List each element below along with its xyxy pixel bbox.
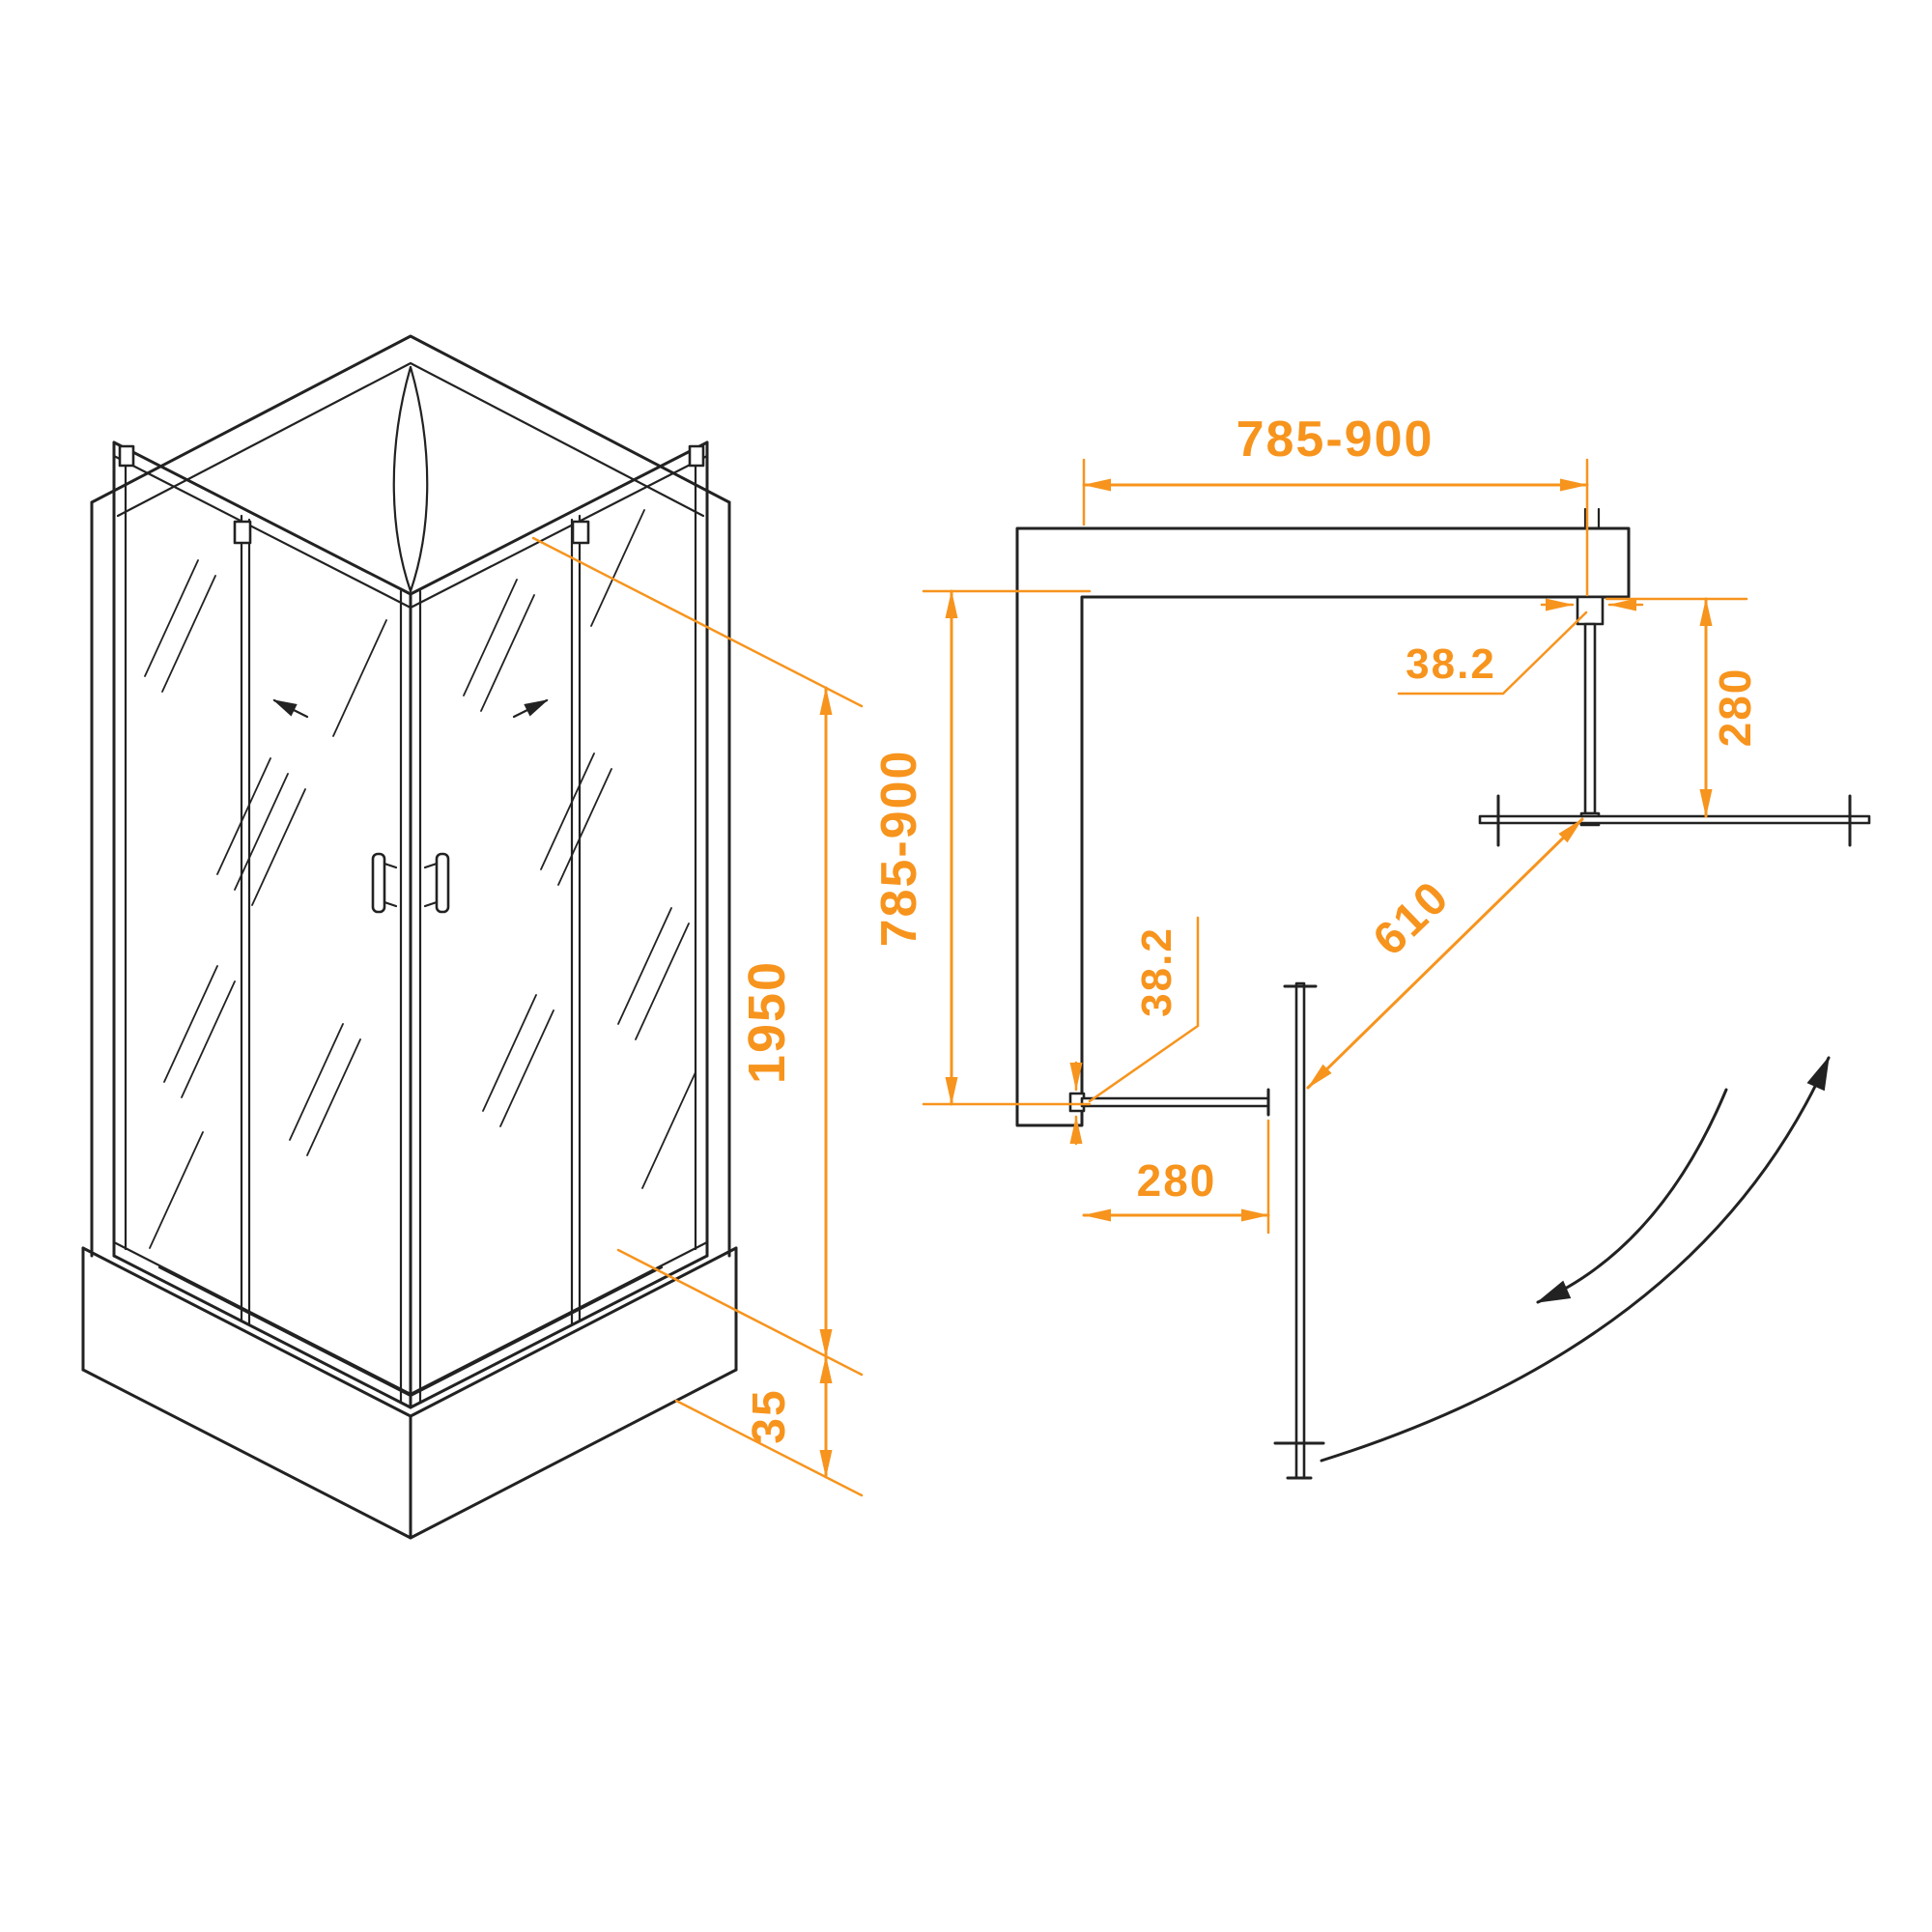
iso-glass-frame bbox=[112, 440, 709, 1409]
iso-dimensions: 1950 35 bbox=[531, 536, 864, 1497]
shower-tray bbox=[81, 1246, 738, 1540]
dimension-label-profile-left: 38.2 bbox=[1133, 926, 1180, 1017]
swing-arc-right bbox=[1320, 1056, 1831, 1463]
dimension-label-bottom-panel: 280 bbox=[1137, 1155, 1217, 1206]
plan-swing-arrows bbox=[1320, 1056, 1831, 1463]
extension-line bbox=[531, 536, 864, 708]
wall-bracket bbox=[118, 444, 135, 468]
extension-line bbox=[674, 1399, 864, 1497]
plan-open-doors bbox=[1273, 794, 1871, 1480]
slide-arrow-left bbox=[272, 698, 309, 719]
handle-right bbox=[435, 852, 450, 914]
iso-walls bbox=[90, 334, 731, 1258]
dimension-label-width: 785-900 bbox=[1236, 412, 1435, 468]
glass-hatching bbox=[144, 509, 696, 1249]
door-bottom-open bbox=[1294, 981, 1306, 1480]
dimension-label-tray-height: 35 bbox=[744, 1388, 795, 1443]
handle-left bbox=[371, 852, 386, 914]
door-right-open bbox=[1478, 814, 1871, 825]
roller-clip bbox=[233, 520, 252, 545]
dimension-line-entry bbox=[1306, 817, 1584, 1090]
dimension-label-profile-top: 38.2 bbox=[1406, 640, 1496, 688]
slide-direction-arrows bbox=[272, 698, 549, 719]
plan-glass-panels bbox=[1068, 595, 1605, 1117]
plan-view: 785-900 785-900 38.2 38.2 280 280 bbox=[871, 412, 1871, 1480]
door-handles bbox=[371, 852, 450, 914]
iso-view: 1950 35 bbox=[81, 334, 864, 1540]
dimension-label-right-panel: 280 bbox=[1710, 668, 1760, 748]
dimension-label-height: 1950 bbox=[738, 960, 796, 1084]
fixed-panel-right bbox=[1583, 622, 1597, 815]
wall-l-shape bbox=[1015, 526, 1631, 1127]
slide-arrow-right bbox=[512, 698, 549, 719]
swing-arc-bottom bbox=[1536, 1088, 1728, 1304]
wall-bracket bbox=[688, 444, 705, 468]
roller-clip bbox=[571, 520, 590, 545]
corner-profile-top bbox=[1576, 595, 1605, 626]
dimension-label-depth: 785-900 bbox=[871, 750, 927, 948]
fixed-panel-bottom bbox=[1080, 1096, 1270, 1108]
